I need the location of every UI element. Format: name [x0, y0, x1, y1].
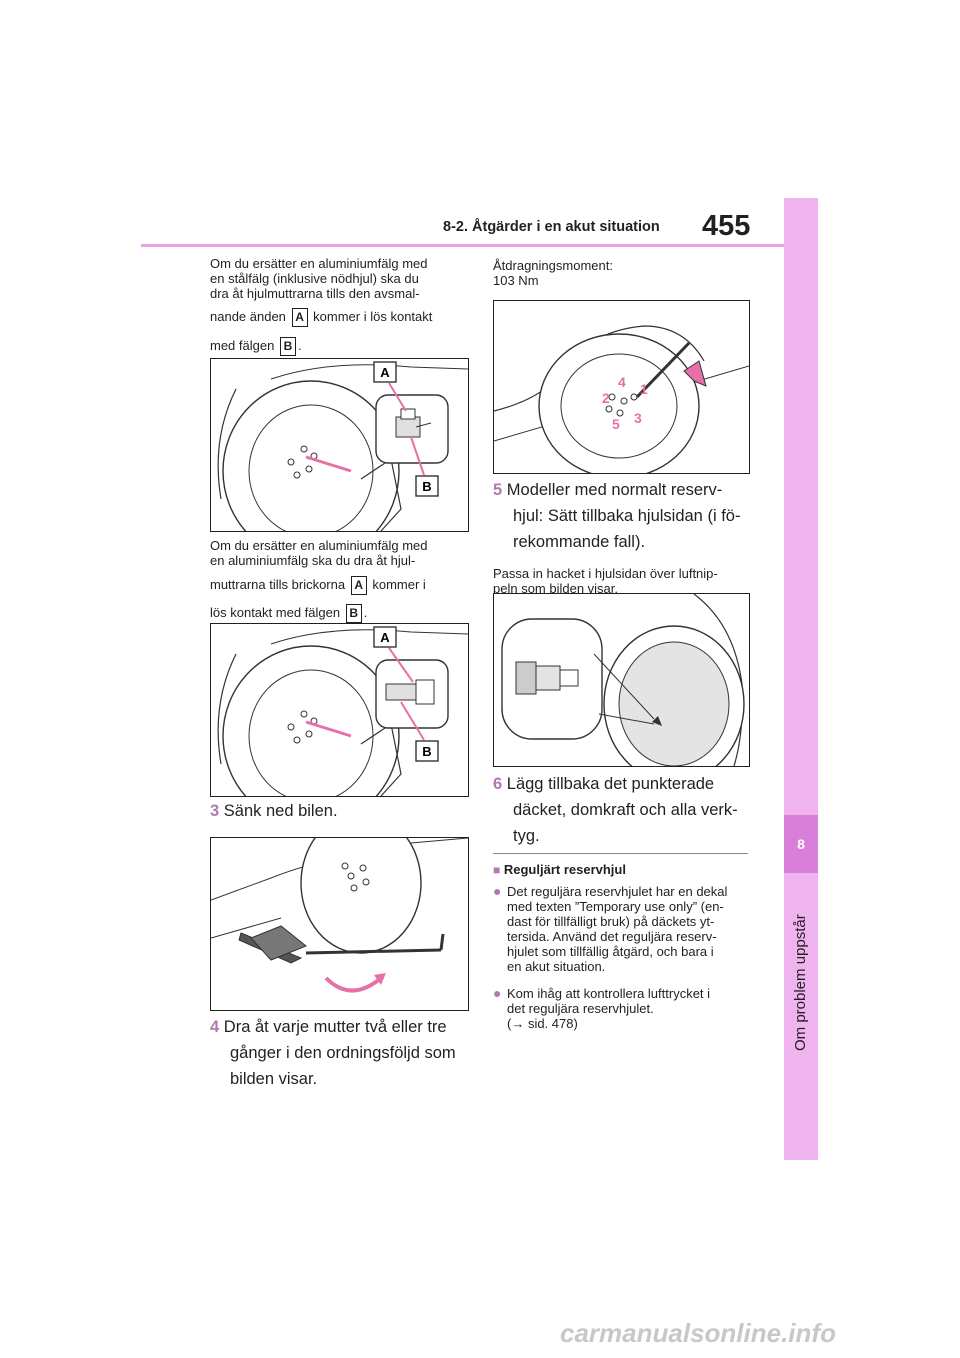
step-number: 6	[493, 775, 503, 793]
order-number-1: 1	[640, 381, 648, 397]
order-number-3: 3	[634, 410, 642, 426]
figure-alu-rim-svg: A B	[217, 626, 468, 796]
text-line: 6 Lägg tillbaka det punkterade	[493, 771, 753, 797]
text-line: en aluminiumfälg ska du dra åt hjul-	[210, 553, 416, 568]
torque-spec: Åtdragningsmoment: 103 Nm	[493, 258, 613, 288]
watermark: carmanualsonline.info	[560, 1318, 836, 1348]
chapter-label: Om problem uppstår	[792, 914, 809, 1051]
text-span: .	[363, 604, 368, 620]
text-span: kommer i lös kontakt	[313, 308, 433, 324]
text-span: muttrarna tills brickorna	[210, 576, 346, 592]
text-line: en stålfälg (inklusive nödhjul) ska du	[210, 271, 419, 286]
figure-hubcap-valve	[493, 593, 750, 767]
figure-steel-rim-svg: A B	[217, 361, 468, 531]
label-box-a: A	[350, 576, 367, 595]
text-line: Om du ersätter en aluminiumfälg med	[210, 256, 428, 271]
text-line: tyg.	[513, 827, 540, 845]
text-line: med fälgen B.	[210, 337, 470, 356]
text-line: 4 Dra åt varje mutter två eller tre	[210, 1014, 470, 1040]
text-line: Det reguljära reservhjulet har en dekal	[507, 884, 728, 899]
square-bullet-icon: ■	[493, 863, 501, 877]
text-span: kommer i	[372, 576, 426, 592]
figure-tighten-order-svg: 1 2 3 4 5	[494, 325, 749, 473]
text-line: Kom ihåg att kontrollera lufttrycket i	[507, 986, 711, 1001]
text-line: dra åt hjulmuttrarna tills den avsmal-	[210, 286, 420, 301]
info-divider	[493, 853, 748, 854]
chapter-number: 8	[797, 836, 805, 852]
step-number: 5	[493, 481, 503, 499]
figure-steel-rim-nut: A B	[210, 358, 469, 532]
para-steel-rim: Om du ersätter en aluminiumfälg med en s…	[210, 256, 470, 356]
para-alu-rim: Om du ersätter en aluminiumfälg med en a…	[210, 538, 470, 623]
figure-alu-rim-nut: A B	[210, 623, 469, 797]
info-item-2: ● Kom ihåg att kontrollera lufttrycket i…	[493, 985, 755, 1032]
text-line: hjul: Sätt tillbaka hjulsidan (i fö-	[513, 507, 741, 525]
header-rule	[141, 244, 786, 247]
text-line: gånger i den ordningsföljd som	[230, 1044, 456, 1062]
step-5: 5 Modeller med normalt reserv- hjul: Sät…	[493, 477, 753, 555]
text-line: bilden visar.	[230, 1070, 318, 1088]
page-number: 455	[702, 210, 751, 242]
label-box-b: B	[279, 337, 296, 356]
bullet-icon: ●	[493, 883, 502, 899]
figure-tighten-order: 1 2 3 4 5	[493, 300, 750, 474]
label-box-b: B	[345, 604, 362, 623]
text-line: tersida. Använd det reguljära reserv-	[507, 929, 717, 944]
text-line: det reguljära reservhjulet.	[507, 1001, 654, 1016]
figure-lower-jack	[210, 837, 469, 1011]
text-span: nande änden	[210, 308, 286, 324]
text-line: däcket, domkraft och alla verk-	[513, 801, 738, 819]
section-title: 8-2. Åtgärder i en akut situation	[443, 219, 660, 235]
step-4: 4 Dra åt varje mutter två eller tre gång…	[210, 1014, 470, 1092]
step-3: 3 Sänk ned bilen.	[210, 798, 338, 824]
text-line: lös kontakt med fälgen B.	[210, 604, 470, 623]
text-line: dast för tillfälligt bruk) på däckets yt…	[507, 914, 715, 929]
page-reference-link[interactable]: (→ sid. 478)	[507, 1016, 578, 1031]
text-line: ● Kom ihåg att kontrollera lufttrycket i…	[493, 985, 755, 1032]
text-span: med fälgen	[210, 337, 275, 353]
info-heading-text: Reguljärt reservhjul	[503, 862, 626, 877]
text-line: hjulet som tillfällig åtgärd, och bara i	[507, 944, 714, 959]
text-line: 5 Modeller med normalt reserv-	[493, 477, 753, 503]
info-item-text: Kom ihåg att kontrollera lufttrycket i d…	[507, 986, 710, 1031]
figure-label-b: B	[422, 744, 431, 759]
bullet-icon: ●	[493, 985, 502, 1001]
figure-lower-jack-svg	[211, 838, 468, 993]
text-line: muttrarna tills brickorna A kommer i	[210, 576, 470, 595]
step-number: 3	[210, 802, 220, 820]
text-line: ● Det reguljära reservhjulet har en deka…	[493, 883, 755, 975]
text-line: rekommande fall).	[513, 533, 646, 551]
step-text: Lägg tillbaka det punkterade	[506, 775, 715, 793]
order-number-2: 2	[602, 390, 610, 406]
info-heading: ■ Reguljärt reservhjul	[493, 862, 626, 877]
order-number-5: 5	[612, 416, 620, 432]
text-span: lös kontakt med fälgen	[210, 604, 341, 620]
text-line: en akut situation.	[507, 959, 606, 974]
chapter-tab[interactable]: 8	[784, 815, 818, 873]
figure-label-a: A	[380, 630, 390, 645]
text-line: Åtdragningsmoment:	[493, 258, 613, 273]
side-strip	[784, 198, 818, 1160]
step-number: 4	[210, 1018, 220, 1036]
step-text: Sänk ned bilen.	[223, 802, 338, 820]
para-hubcap: Passa in hacket i hjulsidan över luftnip…	[493, 566, 718, 596]
text-line: Passa in hacket i hjulsidan över luftnip…	[493, 566, 718, 581]
info-item-text: Det reguljära reservhjulet har en dekal …	[507, 884, 727, 974]
text-line: nande änden A kommer i lös kontakt	[210, 308, 470, 327]
order-number-4: 4	[618, 374, 626, 390]
info-item-1: ● Det reguljära reservhjulet har en deka…	[493, 883, 755, 975]
text-span: .	[297, 337, 302, 353]
figure-hubcap-valve-svg	[501, 594, 745, 766]
chapter-label-wrap: Om problem uppstår	[784, 875, 818, 1055]
text-line: med texten ”Temporary use only” (en-	[507, 899, 724, 914]
figure-label-a: A	[380, 365, 390, 380]
text-line: peln som bilden visar.	[493, 581, 619, 596]
text-line: Om du ersätter en aluminiumfälg med	[210, 538, 428, 553]
label-box-a: A	[291, 308, 308, 327]
text-line: 103 Nm	[493, 273, 539, 288]
step-6: 6 Lägg tillbaka det punkterade däcket, d…	[493, 771, 753, 849]
step-text: Dra åt varje mutter två eller tre	[223, 1018, 447, 1036]
step-text: Modeller med normalt reserv-	[506, 481, 723, 499]
figure-label-b: B	[422, 479, 431, 494]
